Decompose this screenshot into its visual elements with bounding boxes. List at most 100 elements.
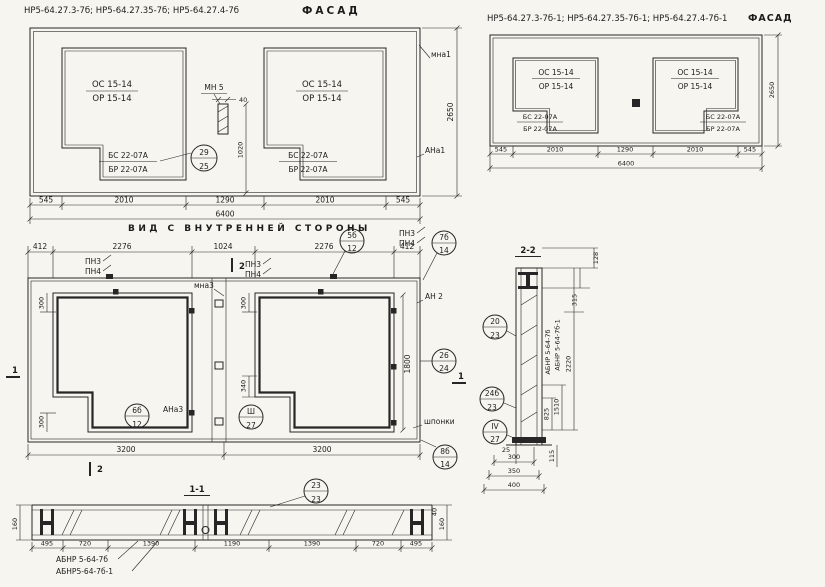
window-frame-1-inner: [56, 296, 189, 429]
hatch: [520, 294, 538, 423]
dim-160: 160: [11, 518, 19, 530]
panel-plan-inner: [32, 509, 432, 536]
shponki-label: шпонки: [424, 417, 455, 426]
ext-lines: [29, 196, 421, 224]
callout-top: 29: [199, 148, 209, 157]
ibeam-flange: [518, 286, 538, 289]
window2-mark-top: ОС 15-14: [677, 68, 713, 77]
callout-iv-27: IV 27: [482, 419, 515, 445]
abnr-label-2: АБНР5-64-7б-1: [56, 567, 113, 576]
dim-2010: 2010: [315, 196, 334, 205]
facade-left-title: НР5-64.27.3-7б; НР5-64.27.35-7б; НР5-64.…: [24, 6, 239, 16]
callout-bottom: 12: [132, 420, 142, 429]
bottom-dimensions: 545 2010 1290 2010 545 6400: [487, 146, 765, 172]
dim-2276: 2276: [112, 242, 131, 251]
callout-23-23: 23 23: [269, 478, 329, 508]
dim-545: 545: [396, 196, 411, 205]
callout-top: 7б: [439, 233, 449, 242]
dim-1290: 1290: [215, 196, 234, 205]
callout-top: 6б: [132, 406, 142, 415]
dim-2650: 2650: [446, 102, 455, 121]
base-detail: [512, 437, 546, 443]
dim-ticks: [775, 32, 781, 149]
dim-ticks: [25, 249, 423, 255]
inner-view-drawing: ВИД С ВНУТРЕННЕЙ СТОРОНЫ 412 2276 1024 2…: [6, 222, 466, 476]
callout-top: 20: [490, 317, 500, 326]
panel-outline: [29, 27, 421, 197]
leader-line: [416, 153, 425, 158]
tab: [113, 289, 119, 295]
leader-line: [332, 250, 346, 275]
tab: [189, 308, 195, 314]
dim-ticks: [29, 545, 435, 551]
leader-line: [418, 44, 431, 59]
anchor-mna3-label: мна3: [194, 281, 214, 290]
top-dimensions: 412 2276 1024 2276 412: [25, 242, 423, 278]
dim-128: 128: [592, 252, 600, 264]
end-dimensions: 160 160 40: [11, 504, 452, 541]
dim-2276: 2276: [314, 242, 333, 251]
callout-top: 26: [439, 351, 449, 360]
callout-bottom: 25: [199, 162, 209, 171]
dim-545: 545: [495, 146, 507, 154]
ibeam: [410, 509, 413, 535]
leader-line: [213, 93, 221, 105]
mn5-label: МН 5: [204, 83, 223, 92]
dim-2650: 2650: [768, 82, 776, 99]
dim-720: 720: [79, 540, 91, 548]
dim-ticks: [400, 292, 406, 433]
ext-lines: [432, 504, 452, 541]
bottom-dimensions: 495 720 1390 1190 1390 720 495: [29, 540, 435, 552]
window-opening-1-inner: [515, 60, 596, 131]
callout-bottom: 23: [311, 495, 321, 504]
dim-300: 300: [38, 297, 46, 309]
abnr-label-1: АБНР 5-64-7б: [544, 329, 552, 374]
dim-115: 115: [548, 450, 556, 462]
joint-plate: [214, 299, 224, 308]
window1-mark-top: ОС 15-14: [92, 80, 132, 90]
frame-anchor-tabs: [113, 289, 397, 426]
section-marker-2: 2: [97, 465, 103, 475]
leader-line: [503, 402, 517, 409]
callout-7b-14: 7б 14: [422, 230, 457, 281]
dim-2010: 2010: [687, 146, 704, 154]
window2-mark-bottom: ОР 15-14: [678, 82, 713, 91]
dim-1190: 1190: [224, 540, 241, 548]
facade-right-drawing: НР5-64.27.3-7б-1; НР5-64.27.35-7б-1; НР5…: [487, 13, 793, 172]
bottom-dimensions: 25 115 300 350 400: [481, 445, 558, 494]
callout-20-23: 20 23: [482, 314, 517, 340]
abnr-label-1: АБНР 5-64-7б: [56, 555, 108, 564]
panel-joint: [202, 505, 209, 540]
leader-line: [213, 288, 225, 297]
ibeam-connectors: [40, 509, 424, 535]
dim-1510: 1510: [553, 399, 561, 416]
tab: [391, 308, 397, 314]
panel-section: [515, 267, 543, 446]
window-frame-2: [254, 292, 395, 433]
anchor-ana1-label: АНа1: [425, 146, 445, 155]
anchor-mna1-label: мна1: [431, 50, 451, 59]
facade-right-title-fasad: ФАСАД: [748, 13, 793, 24]
ext-lines: [16, 504, 32, 541]
leader-line: [159, 152, 192, 162]
window-opening-1-inner: [64, 50, 184, 178]
window-opening-2-inner: [655, 60, 736, 131]
ibeam: [194, 509, 197, 535]
window-frame-1: [52, 292, 193, 433]
dim-6400: 6400: [618, 160, 635, 168]
window1-mark-bottom: ОР 15-14: [539, 82, 574, 91]
panel-outline: [489, 34, 763, 147]
leader-line: [416, 299, 424, 304]
dim-350: 350: [508, 467, 520, 475]
callout-top: Ш: [247, 407, 255, 416]
dim-1390: 1390: [304, 540, 321, 548]
panel-joint: [211, 278, 227, 442]
window1-mark-bottom: ОР 15-14: [92, 94, 131, 104]
dowel-detail: [201, 526, 210, 534]
dim-160: 160: [438, 518, 446, 530]
dim-ticks: [243, 101, 249, 196]
ext-lines: [31, 540, 433, 552]
panel-outline-inner: [492, 37, 760, 144]
facade-left-drawing: НР5-64.27.3-7б; НР5-64.27.35-7б; НР5-64.…: [24, 5, 462, 224]
lift-anchor-mark: [106, 274, 113, 279]
